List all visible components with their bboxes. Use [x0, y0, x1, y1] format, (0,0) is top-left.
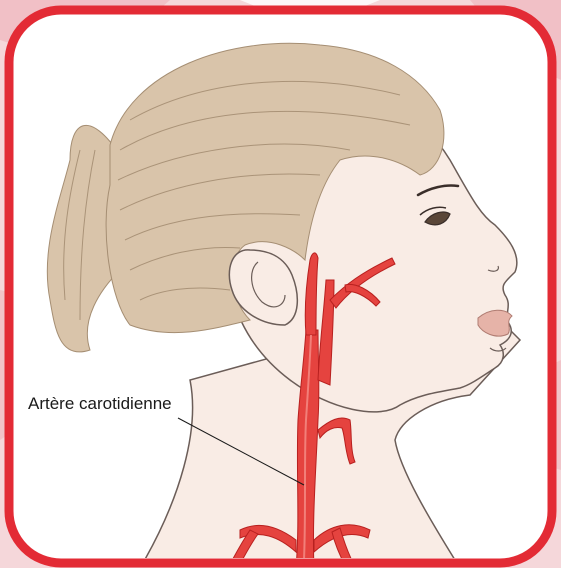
carotid-artery-label: Artère carotidienne: [28, 394, 172, 414]
